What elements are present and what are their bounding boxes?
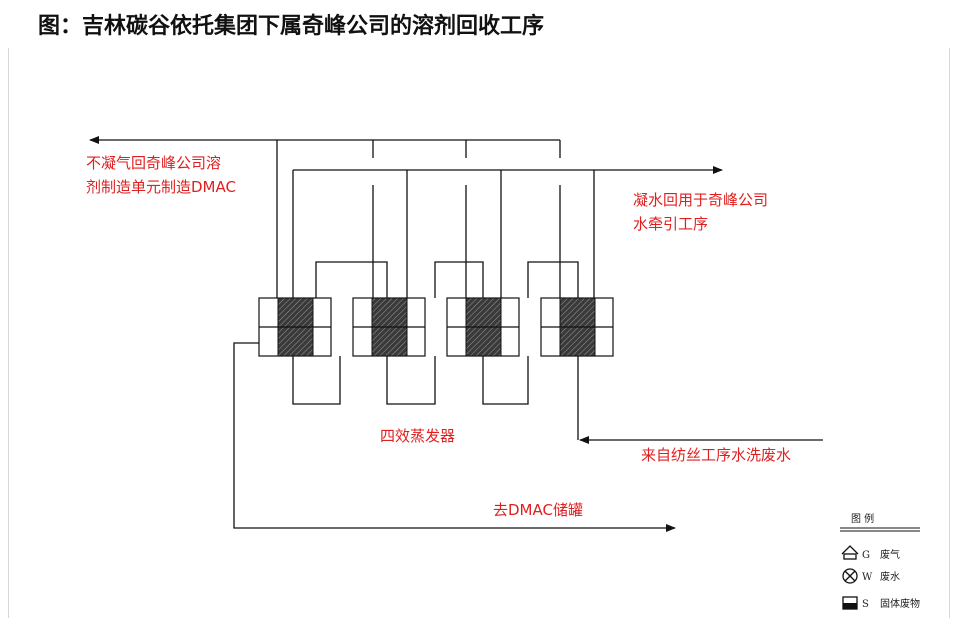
wash-water-label: 来自纺丝工序水洗废水 (641, 446, 791, 464)
evaporator-3 (446, 297, 520, 357)
waste-water-icon (842, 568, 858, 584)
bottom-link-2-3 (386, 356, 436, 405)
legend-label-water: 废水 (880, 570, 900, 583)
solid-waste-icon (842, 596, 858, 610)
top-link-2-3 (434, 261, 484, 298)
top-link-1-2 (315, 261, 388, 298)
condensate-label-1: 凝水回用于奇峰公司 (633, 191, 768, 209)
legend-code-s: S (862, 599, 869, 610)
dmac-outlet-line (233, 342, 676, 532)
page-title: 图：吉林碳谷依托集团下属奇峰公司的溶剂回收工序 (38, 14, 545, 39)
noncondensable-label-2: 剂制造单元制造DMAC (86, 178, 236, 196)
legend-label-solid: 固体废物 (880, 597, 920, 610)
noncondensable-label-1: 不凝气回奇峰公司溶 (86, 154, 221, 172)
bottom-link-3-4 (482, 356, 529, 405)
waste-gas-icon (841, 545, 859, 560)
evaporator-2 (352, 297, 426, 357)
legend: 图 例 G 废气 W 废水 S 固体废物 (840, 512, 920, 610)
evaporator-1 (258, 297, 332, 357)
content-frame (8, 48, 950, 618)
legend-label-gas: 废气 (880, 548, 900, 561)
legend-code-g: G (862, 550, 870, 561)
bottom-link-1-2 (292, 356, 341, 405)
legend-title: 图 例 (851, 512, 874, 525)
dmac-tank-label: 去DMAC储罐 (493, 501, 583, 519)
condensate-label-2: 水牵引工序 (633, 215, 708, 233)
legend-code-w: W (862, 572, 873, 583)
evaporator-label: 四效蒸发器 (380, 427, 455, 445)
evaporator-4 (540, 297, 614, 357)
top-link-3-4 (527, 261, 579, 298)
